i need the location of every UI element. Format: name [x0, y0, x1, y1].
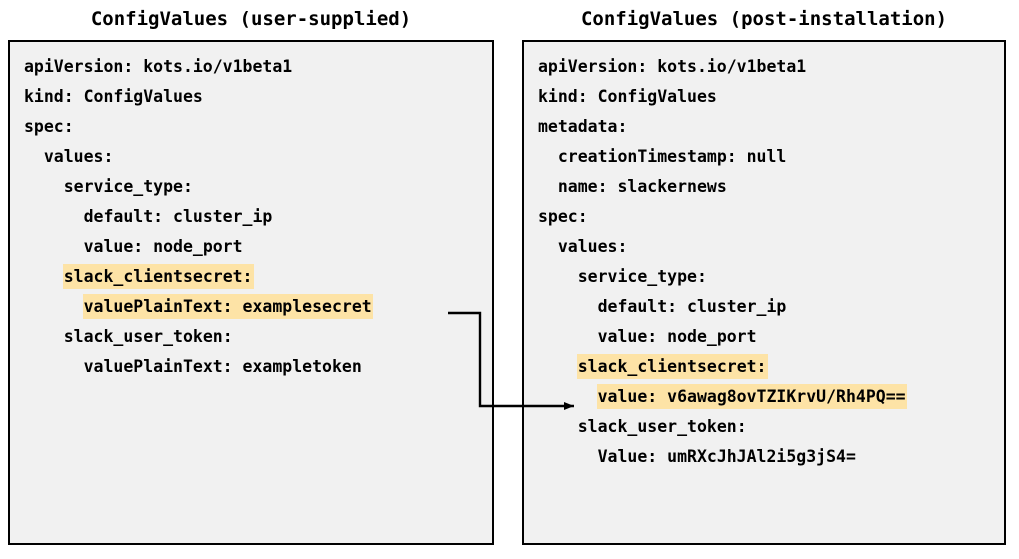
- code-line-text: spec:: [24, 117, 74, 136]
- code-line-text: default: cluster_ip: [597, 297, 787, 316]
- code-indent: [538, 177, 558, 196]
- code-indent: [538, 147, 558, 166]
- code-line: kind: ConfigValues: [538, 82, 1002, 112]
- code-content-user-supplied: apiVersion: kots.io/v1beta1 kind: ConfigV…: [24, 52, 490, 382]
- code-line-text: slack_user_token:: [577, 417, 747, 436]
- code-indent: [24, 237, 84, 256]
- code-indent: [538, 447, 598, 466]
- code-line: name: slackernews: [538, 172, 1002, 202]
- code-line-text: slack_user_token:: [63, 327, 233, 346]
- code-line: spec:: [24, 112, 490, 142]
- code-indent: [24, 207, 84, 226]
- code-indent: [24, 357, 84, 376]
- code-line-text: service_type:: [63, 177, 193, 196]
- code-indent: [538, 297, 598, 316]
- code-line: valuePlainText: examplesecret: [24, 292, 490, 322]
- code-indent: [24, 147, 44, 166]
- code-line: service_type:: [538, 262, 1002, 292]
- code-line-text: apiVersion: kots.io/v1beta1: [538, 57, 807, 76]
- code-indent: [538, 357, 578, 376]
- code-box-post-installation: apiVersion: kots.io/v1beta1 kind: ConfigV…: [522, 40, 1006, 545]
- code-line-text: valuePlainText: examplesecret: [83, 295, 372, 318]
- panel-title-post-installation: ConfigValues (post-installation): [580, 8, 948, 30]
- code-indent: [538, 387, 598, 406]
- panel-title-user-supplied: ConfigValues (user-supplied): [90, 8, 412, 30]
- code-indent: [24, 177, 64, 196]
- code-line: apiVersion: kots.io/v1beta1: [24, 52, 490, 82]
- code-line: values:: [538, 232, 1002, 262]
- code-line: valuePlainText: exampletoken: [24, 352, 490, 382]
- code-line: value: node_port: [24, 232, 490, 262]
- code-line-text: metadata:: [538, 117, 628, 136]
- code-line: metadata:: [538, 112, 1002, 142]
- code-indent: [24, 327, 64, 346]
- code-indent: [24, 297, 84, 316]
- code-indent: [538, 417, 578, 436]
- code-line: default: cluster_ip: [24, 202, 490, 232]
- code-line: value: node_port: [538, 322, 1002, 352]
- code-indent: [24, 267, 64, 286]
- code-line: spec:: [538, 202, 1002, 232]
- code-line-text: kind: ConfigValues: [538, 87, 717, 106]
- code-line-text: kind: ConfigValues: [24, 87, 203, 106]
- code-line-text: name: slackernews: [557, 177, 727, 196]
- code-line-text: Value: umRXcJhJAl2i5g3jS4=: [597, 447, 856, 466]
- code-content-post-installation: apiVersion: kots.io/v1beta1 kind: ConfigV…: [538, 52, 1002, 472]
- code-line-text: value: node_port: [83, 237, 243, 256]
- code-line: value: v6awag8ovTZIKrvU/Rh4PQ==: [538, 382, 1002, 412]
- code-line-text: values:: [43, 147, 114, 166]
- code-line-text: service_type:: [577, 267, 707, 286]
- code-line-text: value: v6awag8ovTZIKrvU/Rh4PQ==: [597, 385, 906, 408]
- code-line: Value: umRXcJhJAl2i5g3jS4=: [538, 442, 1002, 472]
- code-line-text: valuePlainText: exampletoken: [83, 357, 362, 376]
- code-line-text: value: node_port: [597, 327, 757, 346]
- code-indent: [538, 327, 598, 346]
- code-line: values:: [24, 142, 490, 172]
- code-indent: [538, 267, 578, 286]
- code-line: service_type:: [24, 172, 490, 202]
- code-line: slack_clientsecret:: [24, 262, 490, 292]
- code-line-text: spec:: [538, 207, 588, 226]
- code-indent: [538, 237, 558, 256]
- code-line: slack_clientsecret:: [538, 352, 1002, 382]
- code-line-text: slack_clientsecret:: [63, 265, 253, 288]
- code-line: creationTimestamp: null: [538, 142, 1002, 172]
- code-line-text: slack_clientsecret:: [577, 355, 767, 378]
- code-line-text: values:: [557, 237, 628, 256]
- code-line: apiVersion: kots.io/v1beta1: [538, 52, 1002, 82]
- code-line: slack_user_token:: [538, 412, 1002, 442]
- code-line: slack_user_token:: [24, 322, 490, 352]
- code-box-user-supplied: apiVersion: kots.io/v1beta1 kind: ConfigV…: [8, 40, 494, 545]
- code-line: default: cluster_ip: [538, 292, 1002, 322]
- code-line: kind: ConfigValues: [24, 82, 490, 112]
- code-line-text: creationTimestamp: null: [557, 147, 787, 166]
- code-line-text: apiVersion: kots.io/v1beta1: [24, 57, 293, 76]
- code-line-text: default: cluster_ip: [83, 207, 273, 226]
